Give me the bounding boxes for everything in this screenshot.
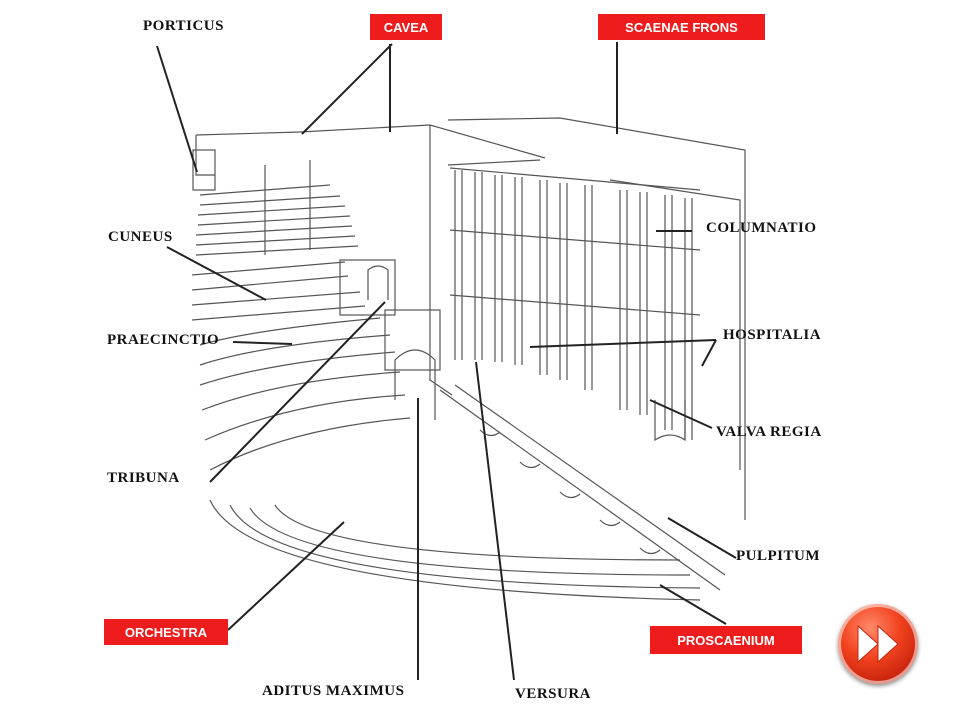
tag-orchestra: ORCHESTRA	[104, 619, 228, 645]
pulpitum-front	[439, 384, 726, 591]
leader-lines	[156, 42, 737, 681]
praecinctio-band	[191, 261, 366, 321]
valva-regia	[654, 400, 686, 442]
cavea-outer-wall	[195, 124, 546, 159]
cavea-tiers-upper	[195, 184, 359, 256]
tag-proscaenium: PROSCAENIUM	[650, 626, 802, 654]
tag-scaenae-frons: SCAENAE FRONS	[598, 14, 765, 40]
label-versura: VERSURA	[515, 686, 592, 702]
orchestra-curves	[209, 499, 701, 601]
scaenae-frons-columns	[447, 159, 741, 470]
label-praecinctio: PRAECINCTIO	[107, 332, 220, 348]
tag-cavea: CAVEA	[370, 14, 442, 40]
label-porticus: PORTICUS	[143, 18, 224, 34]
label-hospitalia: HOSPITALIA	[723, 327, 822, 343]
stage-wall	[429, 125, 453, 396]
next-slide-button[interactable]	[838, 604, 918, 684]
label-valva-regia: VALVA REGIA	[716, 424, 822, 440]
fast-forward-icon	[857, 624, 899, 664]
label-aditus-maximus: ADITUS MAXIMUS	[262, 683, 405, 699]
tribuna-block	[384, 309, 441, 371]
label-cuneus: CUNEUS	[108, 229, 173, 245]
label-pulpitum: PULPITUM	[736, 548, 820, 564]
label-columnatio: COLUMNATIO	[706, 220, 817, 236]
cavea-tiers-lower	[199, 317, 381, 346]
label-tribuna: TRIBUNA	[107, 470, 180, 486]
